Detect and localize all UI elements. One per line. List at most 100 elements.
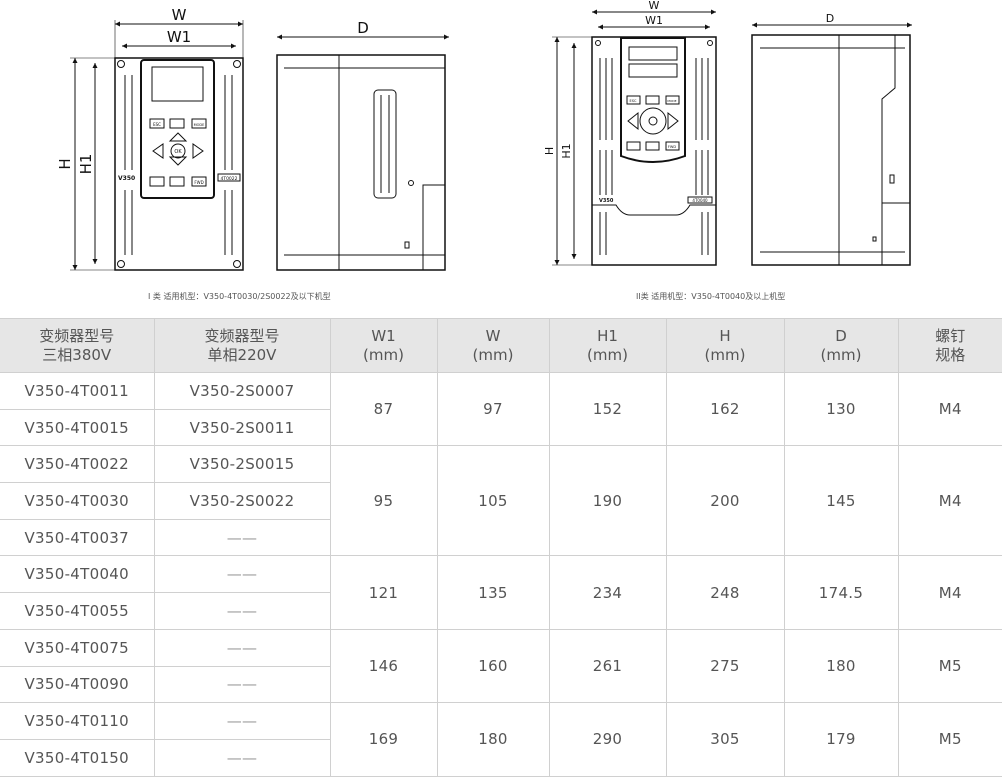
model-220v: —— — [154, 666, 330, 703]
header-line: W — [438, 327, 549, 346]
drawing-label: ESC — [630, 99, 637, 103]
value-w: 160 — [437, 629, 549, 702]
drawing-label: MODE — [194, 123, 205, 127]
drawing-label: ESC — [153, 122, 161, 127]
value-w1: 169 — [330, 703, 437, 776]
header-line: 单相220V — [155, 346, 330, 365]
model-220v: V350-2S0015 — [154, 446, 330, 483]
value-h: 200 — [666, 446, 784, 556]
header-line: D — [785, 327, 898, 346]
drawing-label: W1 — [645, 14, 663, 27]
value-d: 174.5 — [784, 556, 898, 629]
value-d: 145 — [784, 446, 898, 556]
value-h1: 234 — [549, 556, 666, 629]
model-380v: V350-4T0075 — [0, 629, 154, 666]
header-line: H — [667, 327, 784, 346]
value-h1: 152 — [549, 373, 666, 446]
value-screw: M4 — [898, 446, 1002, 556]
label-w: W — [172, 6, 187, 24]
column-header: H(mm) — [666, 319, 784, 373]
drawing-label: OK — [174, 149, 182, 155]
drawing-label: V350 — [599, 198, 614, 204]
type1-side-view — [277, 37, 449, 270]
column-header: 螺钉规格 — [898, 319, 1002, 373]
value-h: 248 — [666, 556, 784, 629]
label-h1: H1 — [77, 154, 95, 175]
model-380v: V350-4T0015 — [0, 409, 154, 446]
model-label: 4T0022 — [220, 176, 237, 182]
header-line: (mm) — [331, 346, 437, 365]
model-220v: V350-2S0022 — [154, 483, 330, 520]
value-screw: M4 — [898, 373, 1002, 446]
value-w: 97 — [437, 373, 549, 446]
value-d: 180 — [784, 629, 898, 702]
model-380v: V350-4T0090 — [0, 666, 154, 703]
value-d: 179 — [784, 703, 898, 776]
header-line: (mm) — [785, 346, 898, 365]
value-h: 275 — [666, 629, 784, 702]
drawing-label: H1 — [560, 143, 573, 158]
drawing-label: D — [826, 12, 834, 25]
value-w1: 121 — [330, 556, 437, 629]
model-380v: V350-4T0055 — [0, 593, 154, 630]
drawing-label: FWD — [668, 145, 676, 149]
header-line: W1 — [331, 327, 437, 346]
column-header: D(mm) — [784, 319, 898, 373]
column-header: W1(mm) — [330, 319, 437, 373]
drawing-label: W — [649, 0, 660, 12]
header-line: 变频器型号 — [0, 327, 154, 346]
header-line: (mm) — [667, 346, 784, 365]
value-h: 305 — [666, 703, 784, 776]
caption-type2: II类 适用机型：V350-4T0040及以上机型 — [636, 291, 785, 302]
value-screw: M4 — [898, 556, 1002, 629]
column-header: 变频器型号单相220V — [154, 319, 330, 373]
header-line: 规格 — [899, 346, 1002, 365]
drawing-label: MODE — [667, 99, 676, 103]
model-220v: —— — [154, 556, 330, 593]
model-220v: V350-2S0011 — [154, 409, 330, 446]
type2-side-view — [752, 25, 912, 265]
drawing-label: 4T0040 — [692, 198, 708, 203]
model-220v: —— — [154, 593, 330, 630]
caption-type1: I 类 适用机型：V350-4T0030/2S0022及以下机型 — [148, 291, 331, 302]
label-h: H — [56, 158, 74, 169]
column-header: H1(mm) — [549, 319, 666, 373]
value-screw: M5 — [898, 629, 1002, 702]
value-h1: 261 — [549, 629, 666, 702]
drawing-label: H — [543, 147, 556, 155]
value-w1: 87 — [330, 373, 437, 446]
column-header: W(mm) — [437, 319, 549, 373]
type1-front-view — [70, 20, 243, 270]
value-w: 135 — [437, 556, 549, 629]
model-380v: V350-4T0030 — [0, 483, 154, 520]
value-w1: 146 — [330, 629, 437, 702]
model-380v: V350-4T0011 — [0, 373, 154, 410]
value-d: 130 — [784, 373, 898, 446]
type2-front-view — [552, 12, 716, 265]
dimension-drawings: W W1 H H1 V350 4T0022 ESC MODE OK FWD D — [0, 0, 1002, 300]
value-w1: 95 — [330, 446, 437, 556]
value-w: 105 — [437, 446, 549, 556]
value-screw: M5 — [898, 703, 1002, 776]
header-line: 螺钉 — [899, 327, 1002, 346]
brand-label: V350 — [118, 175, 135, 182]
model-380v: V350-4T0110 — [0, 703, 154, 740]
model-220v: —— — [154, 739, 330, 776]
model-220v: V350-2S0007 — [154, 373, 330, 410]
model-220v: —— — [154, 629, 330, 666]
value-h1: 290 — [549, 703, 666, 776]
label-d: D — [357, 19, 369, 37]
value-h: 162 — [666, 373, 784, 446]
model-380v: V350-4T0040 — [0, 556, 154, 593]
model-380v: V350-4T0150 — [0, 739, 154, 776]
header-line: H1 — [550, 327, 666, 346]
value-w: 180 — [437, 703, 549, 776]
model-380v: V350-4T0022 — [0, 446, 154, 483]
model-220v: —— — [154, 703, 330, 740]
